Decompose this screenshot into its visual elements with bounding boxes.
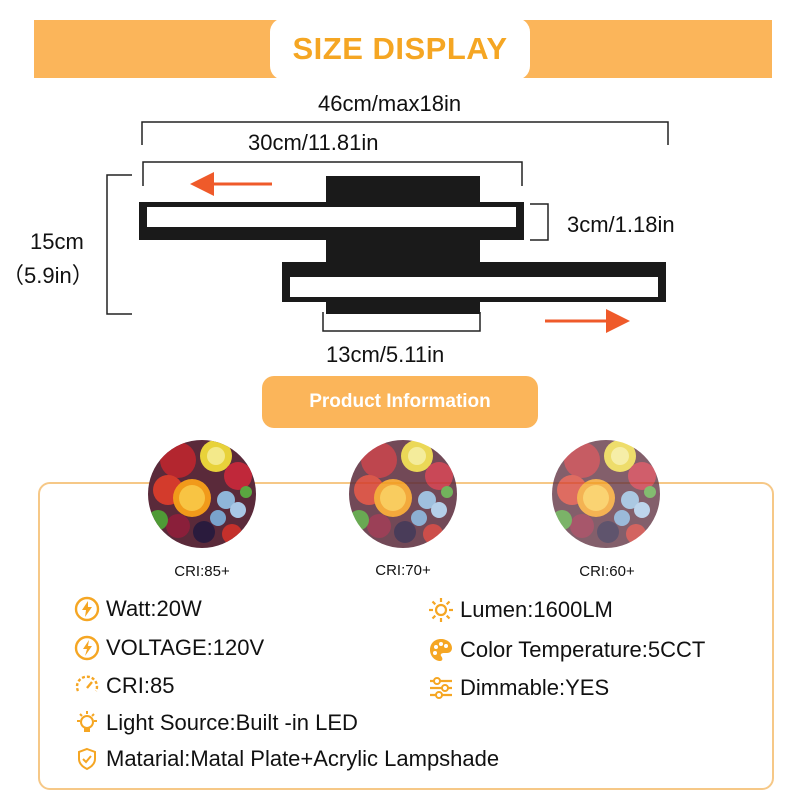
header-pill	[270, 18, 530, 80]
bulb-icon	[74, 710, 100, 736]
height-in-label: （5.9in）	[2, 263, 94, 288]
lamp-diagram	[106, 121, 669, 333]
spec-voltage: VOLTAGE:120V	[74, 635, 264, 661]
base-width-label: 13cm/5.11in	[326, 342, 445, 367]
shield-check-icon	[74, 746, 100, 772]
spec-text: VOLTAGE:120V	[106, 635, 265, 660]
bar-width-label: 30cm/11.81in	[248, 130, 379, 155]
left-arrow-icon	[190, 172, 272, 196]
spec-text: Light Source:Built -in LED	[106, 710, 358, 735]
fruit-sample-cri70	[349, 440, 457, 548]
sun-icon	[428, 597, 454, 623]
height-cm-label: 15cm	[30, 229, 84, 254]
bar-width-bracket	[142, 161, 523, 186]
lower-lamp-light	[290, 277, 658, 297]
total-width-bracket	[141, 121, 669, 145]
cri-label: CRI:85+	[174, 563, 230, 580]
right-arrow-icon	[545, 309, 630, 333]
spec-text: Watt:20W	[106, 596, 202, 621]
cri-gauge-icon	[74, 673, 100, 699]
spec-cri: CRI:85	[74, 673, 174, 699]
fruit-sample-cri85	[148, 440, 256, 548]
plug-bolt-icon	[74, 596, 100, 622]
cri-label: CRI:70+	[375, 562, 431, 579]
spec-text: Lumen:1600LM	[460, 597, 613, 622]
page-title: SIZE DISPLAY	[292, 31, 508, 66]
spec-text: Dimmable:YES	[460, 675, 610, 700]
bar-height-bracket	[530, 203, 549, 241]
voltage-icon	[74, 635, 100, 661]
base-width-bracket	[322, 312, 481, 332]
height-bracket	[106, 174, 132, 315]
spec-lumen: Lumen:1600LM	[428, 597, 613, 623]
upper-lamp-light	[147, 207, 516, 227]
spec-light-source: Light Source:Built -in LED	[74, 710, 358, 736]
sliders-icon	[428, 675, 454, 701]
spec-text: Matarial:Matal Plate+Acrylic Lampshade	[106, 746, 500, 771]
spec-dimmable: Dimmable:YES	[428, 675, 609, 701]
product-info-title: Product Information	[262, 376, 538, 428]
spec-material: Matarial:Matal Plate+Acrylic Lampshade	[74, 746, 499, 772]
palette-icon	[428, 637, 454, 663]
spec-text: CRI:85	[106, 673, 175, 698]
total-width-label: 46cm/max18in	[318, 91, 462, 116]
spec-color-temperature: Color Temperature:5CCT	[428, 637, 705, 663]
spec-text: Color Temperature:5CCT	[460, 637, 706, 662]
cri-label: CRI:60+	[579, 563, 635, 580]
spec-watt: Watt:20W	[74, 596, 202, 622]
fruit-sample-cri60	[552, 440, 660, 548]
bar-height-label: 3cm/1.18in	[567, 212, 675, 237]
